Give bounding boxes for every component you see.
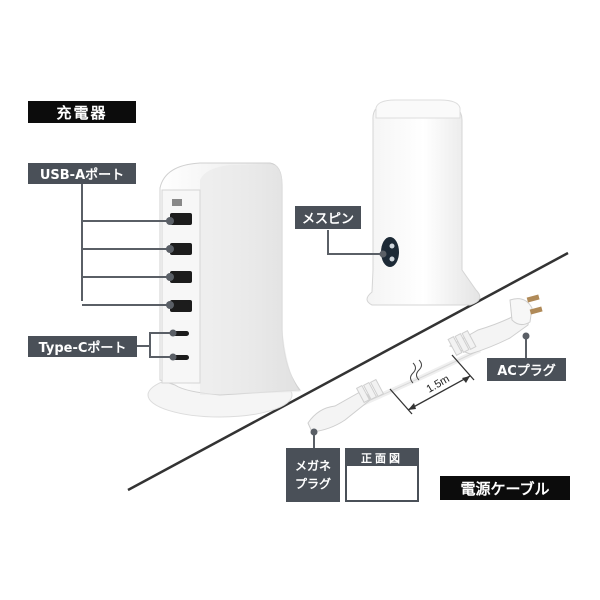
- leader-lines: [81, 183, 527, 448]
- callout-ac-plug: ACプラグ: [487, 358, 566, 381]
- power-cable-illustration: [307, 294, 543, 433]
- section-label-power-cable: 電源ケーブル: [440, 476, 570, 500]
- charger-front-illustration: [147, 162, 301, 418]
- section-label-charger: 充電器: [28, 101, 136, 123]
- leader-dots: [166, 217, 530, 436]
- callout-usb-a-port: USB-Aポート: [28, 163, 136, 184]
- charger-rear-illustration: [366, 99, 481, 306]
- front-view-box: 正面図: [345, 448, 419, 502]
- callout-glasses-plug-line2: プラグ: [294, 477, 331, 491]
- callout-glasses-plug-line1: メガネ: [294, 459, 331, 473]
- callout-female-pin: メスピン: [295, 206, 361, 229]
- divider-line: [127, 251, 569, 492]
- callout-type-c-port: Type-Cポート: [28, 336, 137, 357]
- callout-glasses-plug: メガネ プラグ: [286, 448, 340, 502]
- front-view-title: 正面図: [347, 450, 417, 466]
